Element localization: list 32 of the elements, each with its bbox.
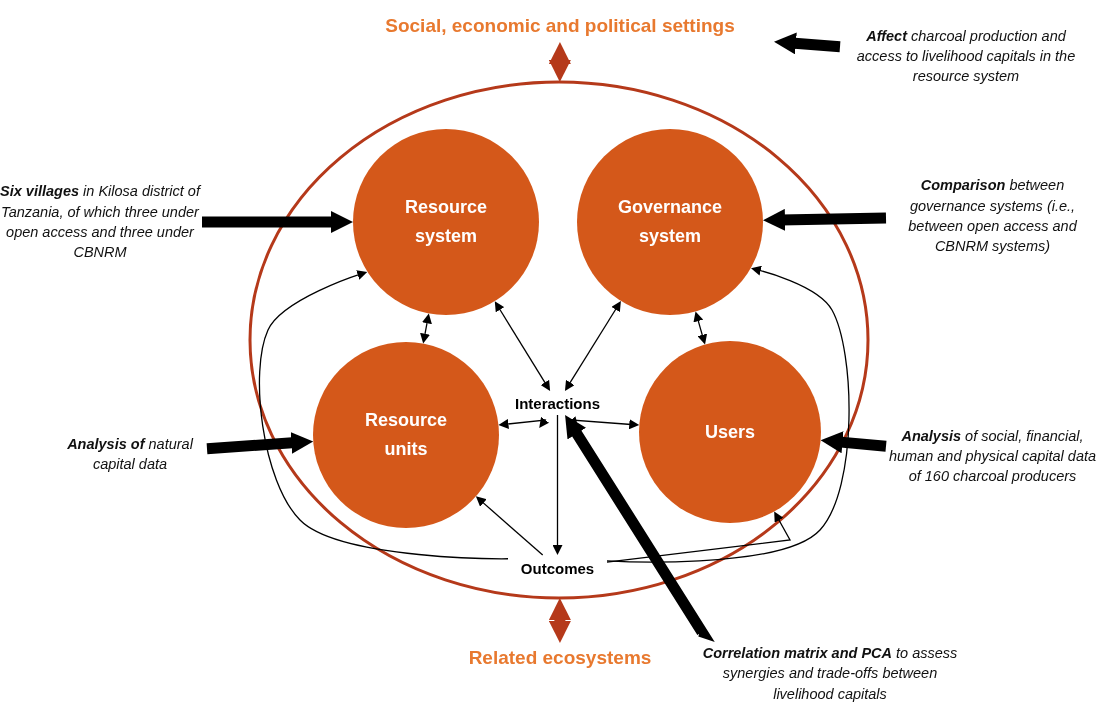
double-arrow xyxy=(498,416,550,429)
arrow xyxy=(202,211,353,233)
component-circle: Governance system xyxy=(577,129,763,315)
arrow xyxy=(258,270,509,560)
annotation-text: Analysis of social, financial, human and physical capital data of 160 charcoal producers xyxy=(888,426,1097,487)
arrow xyxy=(475,496,544,556)
double-arrow xyxy=(548,42,571,82)
concept-label: Outcomes xyxy=(520,559,595,577)
double-arrow xyxy=(494,301,551,391)
arrow xyxy=(606,511,792,563)
double-arrow xyxy=(548,598,571,643)
component-circle: Users xyxy=(639,341,821,523)
annotation-text: Comparison between governance systems (i.e., between open access and CBNRM systems) xyxy=(907,176,1078,257)
annotation-text: Six villages in Kilosa district of Tanzania, of which three under open access and three under CBNRM xyxy=(0,182,200,263)
double-arrow xyxy=(420,313,432,344)
heading-text: Related ecosystems xyxy=(468,647,652,669)
arrow xyxy=(565,415,715,642)
annotation-text: Analysis of natural capital data xyxy=(66,434,195,474)
component-circle: Resource units xyxy=(313,342,499,528)
component-circle: Resource system xyxy=(353,129,539,315)
arrow xyxy=(206,431,314,455)
annotation-text: Affect charcoal production and access to livelihood capitals in the resource system xyxy=(855,26,1077,87)
concept-label: Interactions xyxy=(515,394,600,412)
double-arrow xyxy=(693,311,708,345)
heading-text: Social, economic and political settings xyxy=(385,15,735,37)
double-arrow xyxy=(564,301,621,391)
annotation-text: Correlation matrix and PCA to assess synergies and trade-offs between livelihood capitals xyxy=(702,644,958,704)
arrow xyxy=(606,265,850,563)
arrow xyxy=(763,208,887,231)
arrow xyxy=(552,414,563,555)
arrow xyxy=(774,32,841,55)
arrow xyxy=(820,431,887,454)
